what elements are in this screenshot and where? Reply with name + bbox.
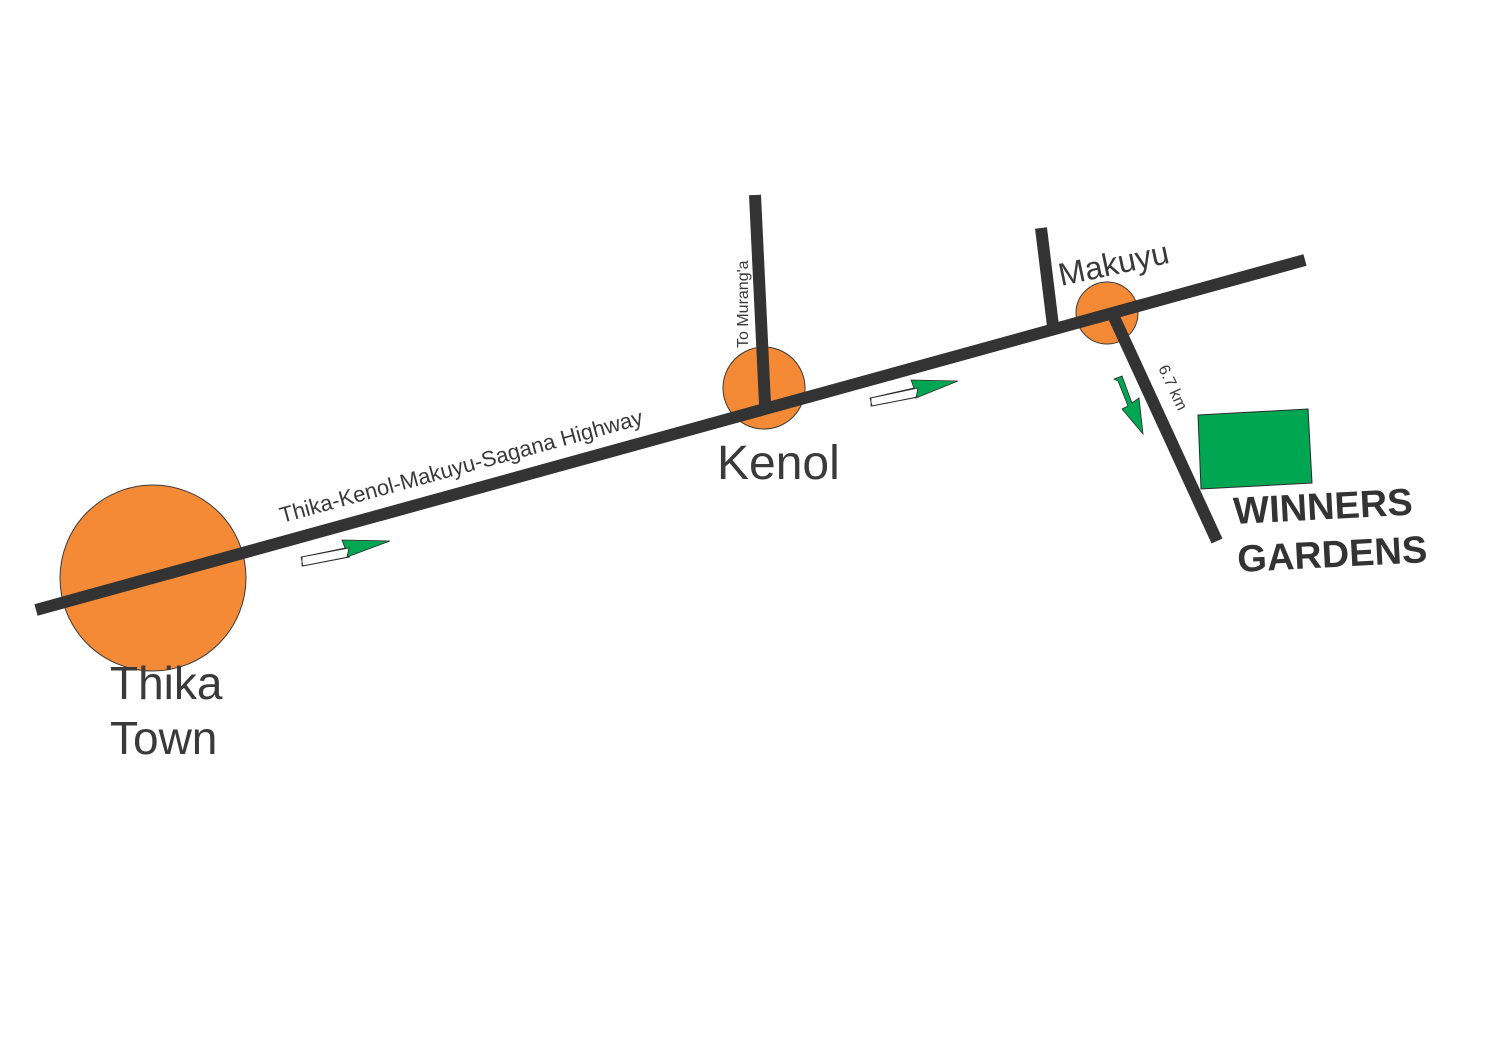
direction-arrow-icon (1113, 375, 1144, 436)
direction-arrow-icon (300, 539, 391, 567)
thika-town-label-line2: Town (110, 712, 217, 764)
murang-a-road-label: To Murang'a (735, 260, 752, 348)
winners-gardens-road (1107, 312, 1223, 544)
direction-arrow-icon (869, 379, 959, 407)
kenol-town-label: Kenol (717, 437, 840, 490)
destination-label-line2: GARDENS (1236, 529, 1428, 581)
highway-label: Thika-Kenol-Makuyu-Sagana Highway (277, 405, 646, 528)
makuyu-north-road (1035, 227, 1059, 327)
main-highway-road (34, 254, 1307, 616)
destination-label-line1: WINNERS (1232, 482, 1413, 533)
thika-town-label-line1: Thika (110, 657, 223, 709)
winners-gardens-plot-icon (1197, 408, 1313, 490)
murang-a-road (749, 194, 771, 405)
